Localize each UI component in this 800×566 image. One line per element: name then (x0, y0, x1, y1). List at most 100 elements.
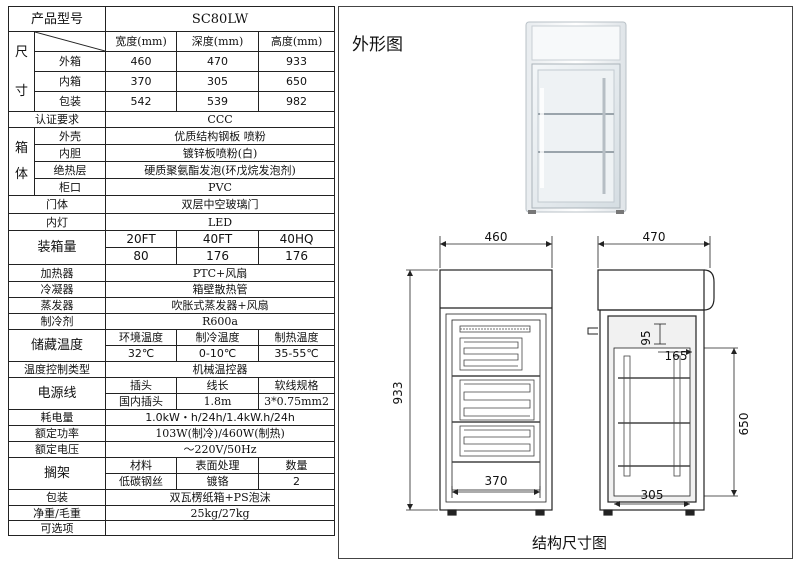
cabinet-row-label: 内胆 (33, 144, 107, 162)
structure-title: 结构尺寸图 (532, 534, 608, 552)
packing-value: 双瓦楞纸箱+PS泡沫 (105, 489, 336, 506)
consumption-label: 耗电量 (7, 409, 107, 426)
certification-label: 认证要求 (7, 111, 107, 128)
size-row-label: 包装 (33, 91, 107, 112)
dim-inner-width: 370 (485, 474, 508, 488)
door-label: 门体 (7, 195, 107, 214)
light-value: LED (105, 213, 336, 231)
storage-temp-label: 储藏温度 (7, 329, 107, 362)
consumption-value: 1.0kW・h/24h/1.4kW.h/24h (105, 409, 336, 426)
refrigerant-label: 制冷剂 (7, 313, 107, 330)
size-cell: 460 (105, 51, 178, 72)
appearance-title: 外形图 (352, 35, 403, 55)
dim-inner-depth: 305 (641, 488, 664, 502)
storage-temp-value: 35-55℃ (258, 345, 336, 362)
shelf-header: 表面处理 (176, 457, 260, 474)
size-diagonal-cell (33, 31, 107, 52)
power-cord-header: 软线规格 (258, 377, 336, 394)
loading-value: 176 (176, 247, 260, 265)
cabinet-row-value: PVC (105, 178, 336, 196)
cabinet-row-label: 外壳 (33, 127, 107, 145)
size-cell: 933 (258, 51, 336, 72)
dim-total-height: 933 (391, 382, 405, 405)
size-cell: 650 (258, 71, 336, 92)
size-group-label: 尺寸 (8, 31, 35, 112)
size-cell: 982 (258, 91, 336, 112)
loading-value: 80 (105, 247, 178, 265)
heater-value: PTC+风扇 (105, 264, 336, 282)
shelf-label: 搁架 (7, 457, 107, 490)
rated-voltage-label: 额定电压 (7, 441, 107, 458)
options-value (105, 520, 336, 536)
packing-label: 包装 (7, 489, 107, 506)
rated-power-value: 103W(制冷)/460W(制热) (105, 425, 336, 442)
shelf-header: 材料 (105, 457, 178, 474)
power-cord-header: 线长 (176, 377, 260, 394)
loading-header: 20FT (105, 230, 178, 248)
drawing-frame (338, 6, 793, 559)
temp-control-value: 机械温控器 (105, 361, 336, 378)
product-photo (525, 21, 627, 214)
structure-drawing: 460 370 933 (391, 230, 751, 516)
size-cell: 370 (105, 71, 178, 92)
condenser-value: 箱壁散热管 (105, 281, 336, 298)
power-cord-value: 国内插头 (105, 393, 178, 410)
spec-table: 产品型号 SC80LW 尺寸 宽度(mm) 深度(mm) 高度(mm) 外箱 4… (7, 6, 336, 536)
light-label: 内灯 (7, 213, 107, 231)
size-header-depth: 深度(mm) (176, 31, 260, 52)
dim-front-width: 460 (485, 230, 508, 244)
cabinet-row-label: 绝热层 (33, 161, 107, 179)
size-cell: 539 (176, 91, 260, 112)
rated-power-label: 额定功率 (7, 425, 107, 442)
size-cell: 470 (176, 51, 260, 72)
cabinet-row-value: 硬质聚氨酯发泡(环戊烷发泡剂) (105, 161, 336, 179)
rated-voltage-value: ～220V/50Hz (105, 441, 336, 458)
model-label: 产品型号 (7, 6, 107, 32)
shelf-header: 数量 (258, 457, 336, 474)
storage-temp-value: 32℃ (105, 345, 178, 362)
shelf-value: 低碳钢丝 (105, 473, 178, 490)
power-cord-value: 1.8m (176, 393, 260, 410)
model-value: SC80LW (105, 6, 336, 32)
loading-header: 40FT (176, 230, 260, 248)
storage-temp-value: 0-10℃ (176, 345, 260, 362)
power-cord-value: 3*0.75mm2 (258, 393, 336, 410)
size-cell: 542 (105, 91, 178, 112)
cabinet-row-value: 优质结构钢板 喷粉 (105, 127, 336, 145)
side-view (587, 236, 738, 516)
heater-label: 加热器 (7, 264, 107, 282)
weight-label: 净重/毛重 (7, 505, 107, 521)
door-value: 双层中空玻璃门 (105, 195, 336, 214)
size-header-width: 宽度(mm) (105, 31, 178, 52)
evaporator-value: 吹胀式蒸发器+风扇 (105, 297, 336, 314)
storage-temp-header: 制冷温度 (176, 329, 260, 346)
size-cell: 305 (176, 71, 260, 92)
size-row-label: 内箱 (33, 71, 107, 92)
options-label: 可选项 (7, 520, 107, 536)
size-header-height: 高度(mm) (258, 31, 336, 52)
front-view (406, 236, 553, 516)
loading-label: 装箱量 (7, 230, 107, 265)
power-cord-label: 电源线 (7, 377, 107, 410)
dim-side-depth: 470 (643, 230, 666, 244)
temp-control-label: 温度控制类型 (7, 361, 107, 378)
condenser-label: 冷凝器 (7, 281, 107, 298)
dim-shelf-offset: 165 (665, 349, 688, 363)
dim-top-offset: 95 (639, 330, 653, 345)
storage-temp-header: 制热温度 (258, 329, 336, 346)
dim-inner-height: 650 (737, 413, 751, 436)
evaporator-label: 蒸发器 (7, 297, 107, 314)
refrigerant-value: R600a (105, 313, 336, 330)
loading-header: 40HQ (258, 230, 336, 248)
storage-temp-header: 环境温度 (105, 329, 178, 346)
power-cord-header: 插头 (105, 377, 178, 394)
size-row-label: 外箱 (33, 51, 107, 72)
cabinet-row-value: 镀锌板喷粉(白) (105, 144, 336, 162)
cabinet-group-label: 箱体 (8, 127, 35, 196)
shelf-value: 2 (258, 473, 336, 490)
cabinet-row-label: 柜口 (33, 178, 107, 196)
loading-value: 176 (258, 247, 336, 265)
shelf-value: 镀铬 (176, 473, 260, 490)
weight-value: 25kg/27kg (105, 505, 336, 521)
certification-value: CCC (105, 111, 336, 128)
